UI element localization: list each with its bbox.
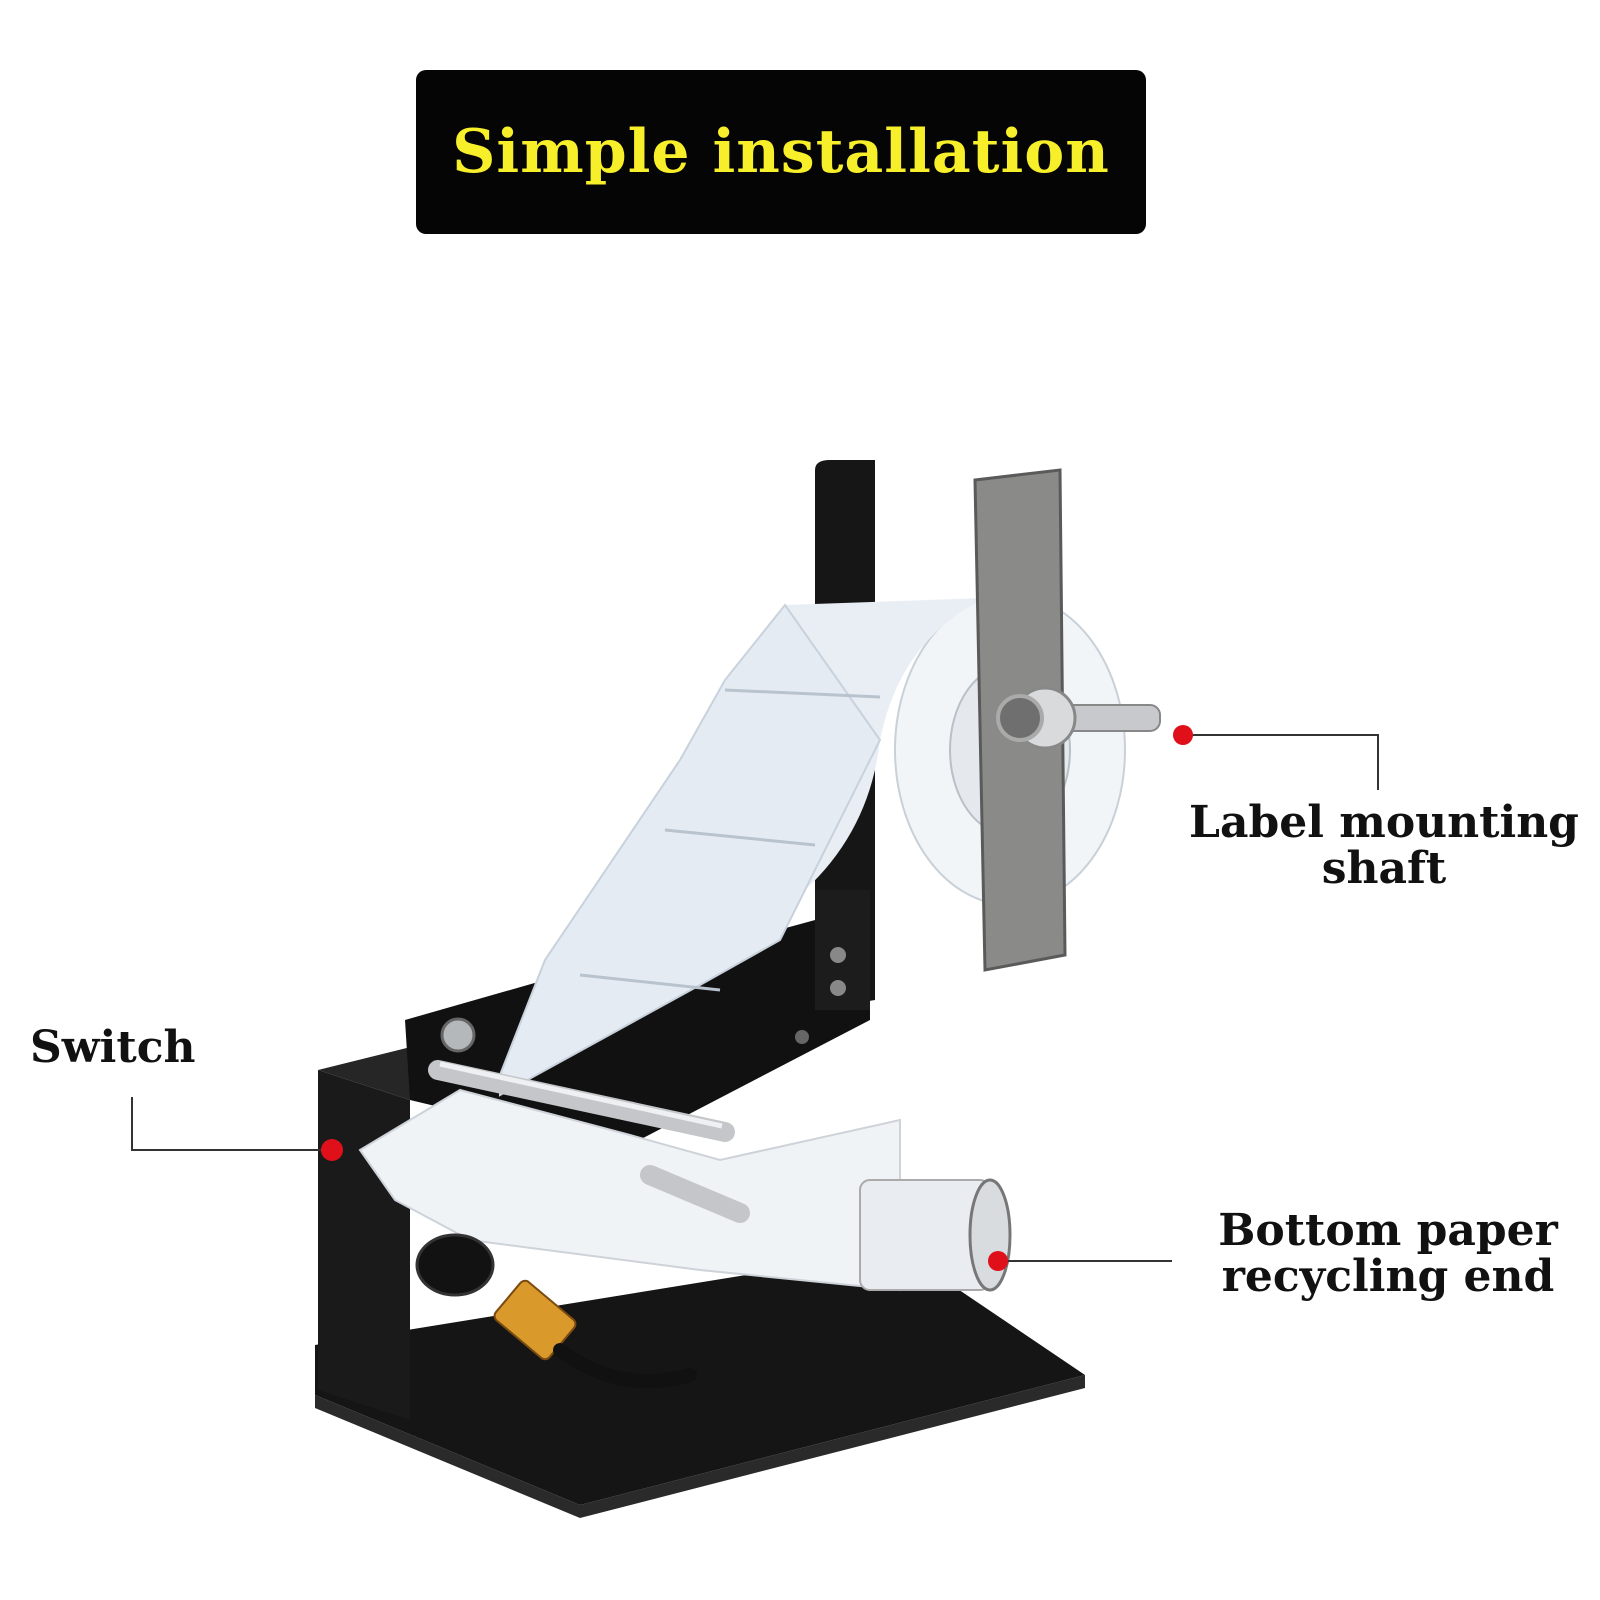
callout-line: Bottom paper [1218,1205,1558,1256]
page-title: Simple installation [452,117,1110,187]
label-strip [499,603,882,1097]
callout-line: Label mounting [1189,797,1579,848]
label-gap [724,688,881,699]
guide-rod [428,1060,735,1142]
recycling-roller-end [968,1178,1012,1292]
mounting-shaft-leader [1183,734,1379,790]
rod-end-left [440,1017,476,1053]
shaft-spring [996,694,1044,742]
label-mounting-shaft-marker [1173,725,1193,745]
callout-line: Switch [30,1022,196,1073]
callout-line: recycling end [1221,1251,1555,1303]
title-banner: Simple installation [416,70,1146,234]
sensor-cap [415,1233,495,1297]
lower-rod [640,1165,750,1223]
callout-line: shaft [1321,843,1447,895]
guide-rod-highlight [439,1061,723,1129]
label-gap [579,973,721,992]
sensor-body [493,1279,577,1361]
sensor-cable [553,1343,697,1389]
column-screw-3 [795,1030,809,1044]
body-front [318,1070,410,1420]
callout-switch: Switch [30,1022,230,1073]
callout-recycling-end: Bottom paper recycling end [1188,1205,1588,1303]
recycling-end-marker [988,1251,1008,1271]
label-gap [664,828,816,847]
switch-marker [321,1139,343,1161]
switch-leader [131,1097,330,1151]
base-plate-edge [315,1375,1085,1518]
column-screw [830,947,846,963]
column-screw-2 [830,980,846,996]
callout-label-mounting-shaft: Label mounting shaft [1170,797,1598,895]
